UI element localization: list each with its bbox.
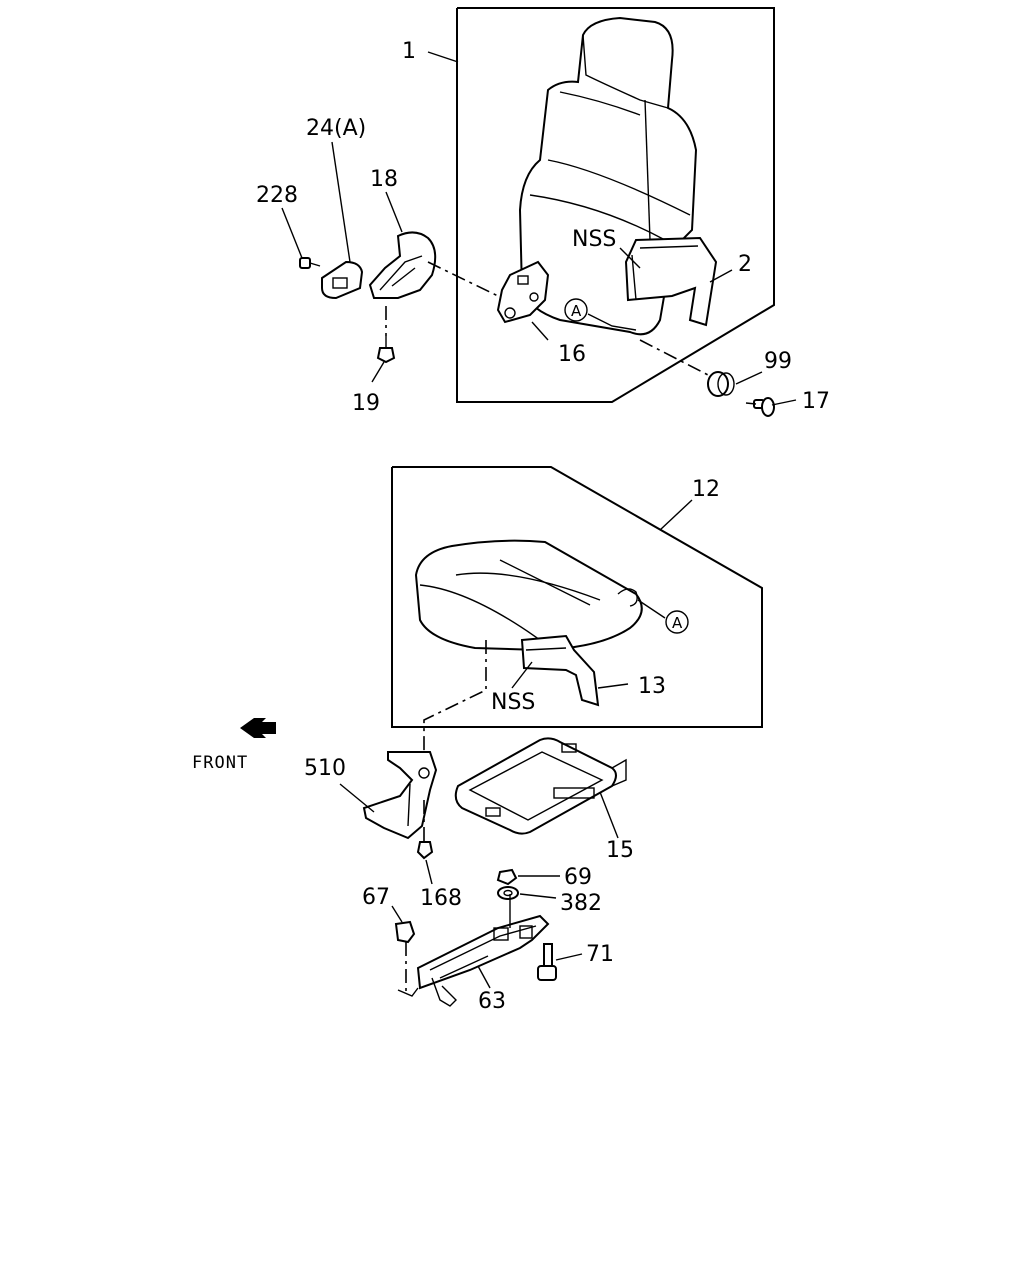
screw-228 [299, 257, 321, 269]
ref-circle-a-upper [564, 298, 588, 322]
recliner-knob-24a [321, 260, 364, 300]
callout-24a: 24(A) [306, 116, 366, 141]
hinge-bracket-16 [496, 260, 550, 324]
nut-69 [496, 868, 518, 886]
callout-1: 1 [402, 39, 416, 64]
callout-67: 67 [362, 885, 390, 910]
callout-63: 63 [478, 989, 506, 1014]
washer-382 [497, 886, 519, 900]
seat-cushion [414, 539, 643, 652]
recliner-cover-18 [368, 231, 437, 299]
callout-19: 19 [352, 391, 380, 416]
side-cover-13 [520, 634, 600, 707]
bolt-67 [394, 920, 416, 992]
seat-frame-15 [454, 737, 627, 835]
callout-382: 382 [560, 891, 602, 916]
ref-a-upper: A [571, 302, 582, 320]
callout-99: 99 [764, 349, 792, 374]
callout-13: 13 [638, 674, 666, 699]
bracket-510 [362, 751, 438, 840]
screw-19 [376, 336, 396, 364]
bolt-17 [753, 397, 775, 417]
bolt-71 [537, 943, 557, 981]
callout-nss-upper: NSS [572, 227, 616, 252]
seat-cushion-group-frame [391, 466, 763, 728]
callout-15: 15 [606, 838, 634, 863]
front-label: FRONT [192, 753, 248, 773]
ref-circle-a-lower [665, 610, 689, 634]
callout-168: 168 [420, 886, 462, 911]
callout-510: 510 [304, 756, 346, 781]
collar-99 [707, 371, 735, 397]
callout-2: 2 [738, 252, 752, 277]
seat-back-group-frame [456, 7, 775, 403]
callout-nss-lower: NSS [491, 690, 535, 715]
callout-16: 16 [558, 342, 586, 367]
callout-18: 18 [370, 167, 398, 192]
callout-17: 17 [802, 389, 830, 414]
callout-12: 12 [692, 477, 720, 502]
callout-71: 71 [586, 942, 614, 967]
screw-168 [416, 800, 434, 860]
callout-228: 228 [256, 183, 298, 208]
side-cover-2 [624, 236, 718, 327]
callout-69: 69 [564, 865, 592, 890]
ref-a-lower: A [672, 614, 683, 632]
front-arrow-icon [240, 718, 276, 738]
seat-rail-63 [397, 894, 550, 1007]
